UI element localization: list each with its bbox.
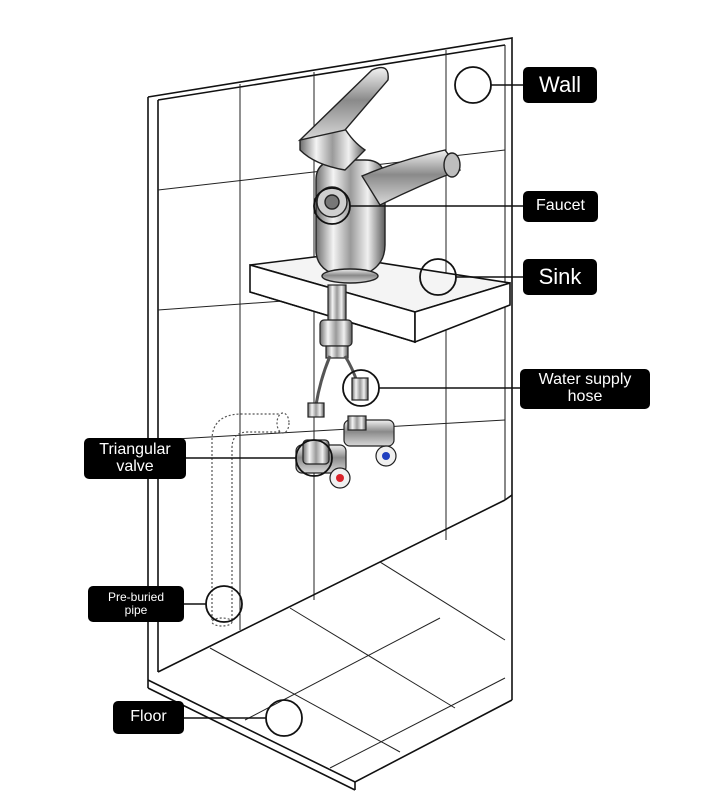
pre-buried-pipe-label-line2: pipe bbox=[124, 603, 148, 617]
wall bbox=[147, 37, 513, 680]
triangular-valve-label: Triangular valve bbox=[84, 438, 186, 479]
floor-tile-lines bbox=[209, 561, 506, 769]
wall-callout-circle bbox=[454, 66, 492, 104]
water-supply-hose-label-line2: hose bbox=[567, 388, 603, 405]
sink-label-text: Sink bbox=[538, 264, 582, 290]
sink-label: Sink bbox=[523, 259, 597, 295]
triangular-valve-label-line1: Triangular bbox=[99, 440, 171, 458]
floor bbox=[147, 494, 513, 791]
faucet-label: Faucet bbox=[523, 191, 598, 222]
floor-callout-circle bbox=[265, 699, 303, 737]
faucet bbox=[297, 66, 462, 284]
pre-buried-pipe-label-line1: Pre-buried bbox=[107, 590, 165, 605]
pre-buried-pipe-label: Pre-buried pipe bbox=[88, 586, 184, 622]
hose-connectors bbox=[307, 377, 369, 418]
triangular-valve-label-line2: valve bbox=[116, 457, 154, 475]
water-supply-hose-label: Water supply hose bbox=[520, 369, 650, 409]
pre-buried-pipe bbox=[211, 412, 290, 627]
leader-lines bbox=[184, 84, 523, 719]
cold-indicator bbox=[382, 452, 390, 460]
faucet-label-text: Faucet bbox=[536, 197, 585, 215]
water-supply-hose-label-line1: Water supply bbox=[538, 371, 632, 389]
sink-slab bbox=[249, 254, 511, 344]
wall-label: Wall bbox=[523, 67, 597, 103]
faucet-shank bbox=[319, 284, 353, 359]
hot-indicator bbox=[336, 474, 344, 482]
floor-label: Floor bbox=[113, 701, 184, 734]
wall-label-text: Wall bbox=[539, 72, 581, 98]
floor-label-text: Floor bbox=[130, 708, 167, 726]
